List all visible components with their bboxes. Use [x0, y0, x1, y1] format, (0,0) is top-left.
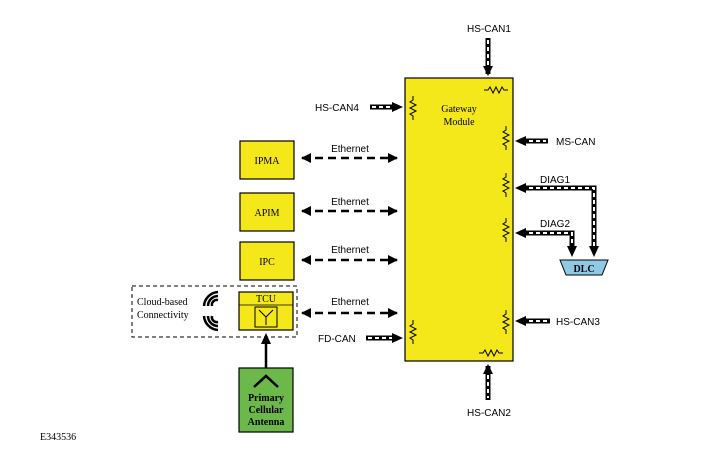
gateway-label-line1: Gateway: [441, 104, 477, 115]
hs-can1-connector: [483, 38, 493, 76]
diag2-connector: [515, 228, 577, 257]
diag2-label: DIAG2: [540, 219, 570, 230]
cloud-label-line1: Cloud-based: [137, 297, 188, 308]
ethernet-ipc-label: Ethernet: [331, 245, 369, 256]
tcu-antenna-icon: [254, 306, 278, 328]
dlc-connector: DLC: [559, 259, 609, 276]
ms-can-label: MS-CAN: [556, 137, 595, 148]
gateway-label-line2: Module: [443, 117, 475, 128]
hs-can3-connector: [515, 316, 550, 326]
diag1-label: DIAG1: [540, 175, 570, 186]
tcu-label: TCU: [256, 294, 277, 305]
apim-module: [239, 192, 295, 232]
wireless-signal-icon: [202, 290, 219, 332]
figure-id: E343536: [40, 432, 76, 443]
gateway-module: [404, 77, 514, 362]
can-bus-connectors: [366, 38, 599, 400]
antenna-label-line2: Cellular: [249, 405, 285, 416]
ethernet-tcu-label: Ethernet: [331, 297, 369, 308]
primary-cellular-antenna: [238, 367, 294, 433]
ipma-label: IPMA: [254, 156, 280, 167]
ethernet-links: [301, 153, 398, 318]
hs-can2-connector: [483, 364, 493, 400]
hs-can2-label: HS-CAN2: [467, 408, 511, 419]
antenna-arrow: [261, 333, 271, 344]
termination-resistors: [408, 85, 511, 358]
ipc-label: IPC: [259, 257, 275, 268]
ipma-module: [239, 140, 295, 180]
hs-can1-label: HS-CAN1: [467, 24, 511, 35]
ipc-module: [239, 241, 295, 281]
dlc-label: DLC: [573, 264, 594, 275]
cloud-label-line2: Connectivity: [137, 310, 189, 321]
hs-can3-label: HS-CAN3: [556, 317, 600, 328]
ethernet-apim-label: Ethernet: [331, 197, 369, 208]
fd-can-label: FD-CAN: [318, 334, 356, 345]
fd-can-connector: [366, 333, 403, 343]
ms-can-connector: [515, 136, 548, 146]
apim-label: APIM: [254, 208, 279, 219]
antenna-icon: [253, 374, 279, 388]
diag1-connector: [515, 183, 599, 257]
cloud-connectivity-box: [131, 285, 298, 338]
antenna-label-line1: Primary: [248, 393, 284, 404]
ethernet-ipma-label: Ethernet: [331, 144, 369, 155]
antenna-label-line3: Antenna: [248, 417, 285, 428]
hs-can4-connector: [370, 102, 403, 112]
hs-can4-label: HS-CAN4: [315, 103, 359, 114]
